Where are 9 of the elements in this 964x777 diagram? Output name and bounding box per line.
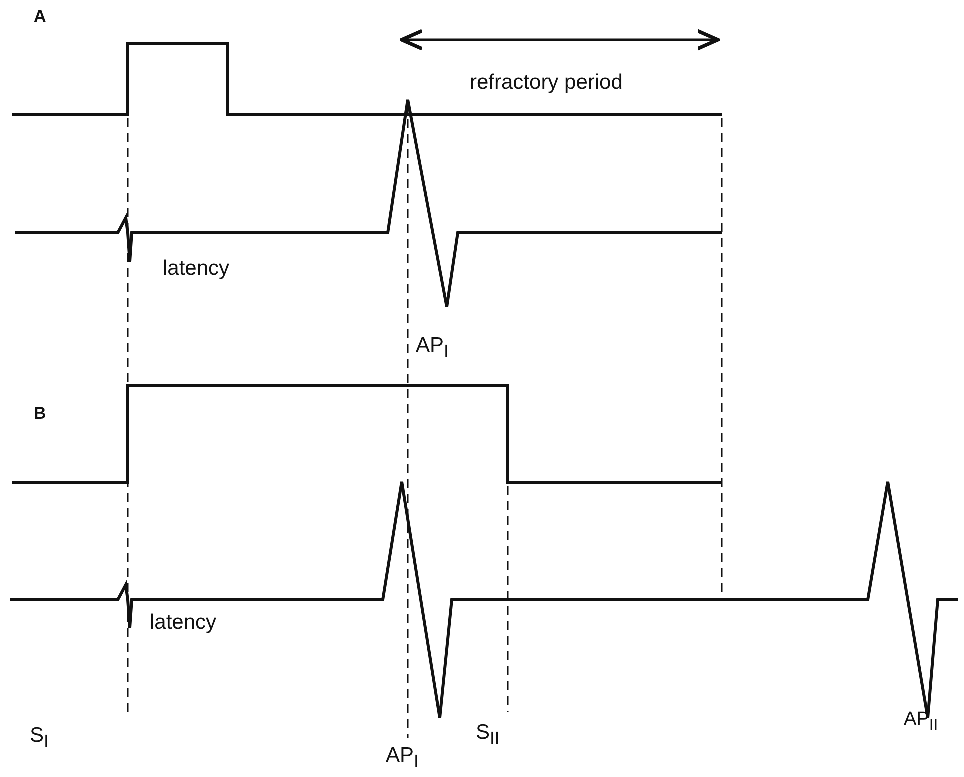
panel-letter: B (34, 405, 46, 422)
trace-label: latency (163, 258, 230, 279)
panel-letter: A (34, 8, 46, 25)
trace-label: S$_{II}$ (476, 722, 500, 748)
trace-label: AP$_{I}$ (386, 745, 419, 771)
trace-label: AP$_{I}$ (416, 335, 449, 361)
dimension-label: refractory period (470, 72, 623, 93)
trace-label: S$_{I}$ (30, 725, 49, 751)
trace-label: latency (150, 612, 217, 633)
